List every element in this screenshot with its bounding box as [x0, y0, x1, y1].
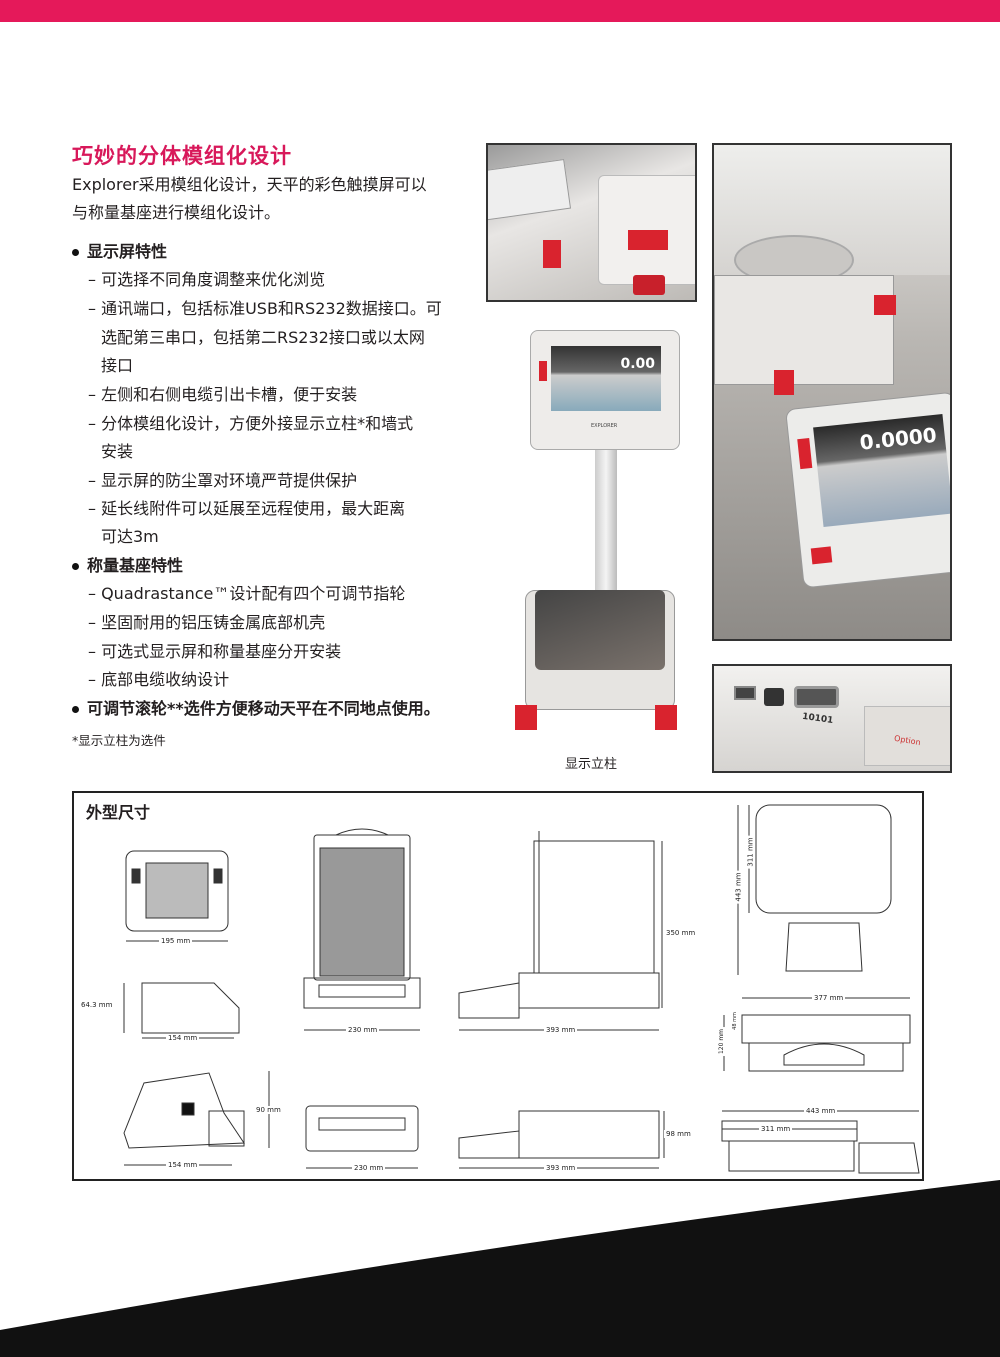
- section-heading: 可调节滚轮**选件方便移动天平在不同地点使用。: [72, 699, 440, 719]
- brand-label: EXPLORER: [591, 423, 618, 429]
- feature-line: 选配第三串口，包括第二RS232接口或以太网: [101, 328, 425, 347]
- section-heading: 称量基座特性: [72, 556, 183, 576]
- photo-module-closeup: [486, 143, 697, 302]
- stand-readout: 0.00: [620, 356, 655, 372]
- top-accent-bar: [0, 0, 1000, 22]
- dimensions-title: 外型尺寸: [86, 803, 151, 822]
- feature-line: – 通讯端口，包括标准USB和RS232数据接口。可: [88, 299, 442, 318]
- photo-display-stand: 0.00 EXPLORER: [515, 320, 700, 745]
- dim-label: 443 mm: [734, 870, 743, 904]
- photo-balance-display: 0.0000: [712, 143, 952, 641]
- dim-label: 377 mm: [812, 994, 846, 1002]
- feature-line: 安装: [101, 442, 134, 461]
- bullet-icon: [72, 249, 79, 256]
- feature-line: – 坚固耐用的铝压铸金属底部机壳: [88, 613, 326, 632]
- feature-line: – 分体模组化设计，方便外接显示立柱*和墙式: [88, 414, 414, 433]
- dim-label: 120 mm: [718, 1026, 726, 1057]
- feature-line: – 底部电缆收纳设计: [88, 670, 230, 689]
- heading-text: 显示屏特性: [87, 242, 168, 261]
- display-readout: 0.0000: [858, 422, 938, 455]
- feature-line: 接口: [101, 356, 134, 375]
- dim-label: 154 mm: [166, 1161, 200, 1169]
- feature-line: – 延长线附件可以延展至远程使用，最大距离: [88, 499, 406, 518]
- dim-label: 230 mm: [352, 1164, 386, 1172]
- dim-label: 311 mm: [746, 835, 755, 869]
- section-heading: 显示屏特性: [72, 242, 167, 262]
- port-label: 10101: [801, 711, 834, 727]
- feature-line: – 显示屏的防尘罩对环境严苛提供保护: [88, 471, 358, 490]
- bullet-icon: [72, 706, 79, 713]
- dim-label: 393 mm: [544, 1164, 578, 1172]
- footnote: *显示立柱为选件: [72, 733, 166, 748]
- dim-label: 195 mm: [159, 937, 193, 945]
- bottom-swoosh: [0, 1180, 1000, 1357]
- dimension-drawings: [123, 804, 920, 1174]
- dim-label: 48 mm: [731, 1010, 738, 1032]
- feature-line: – Quadrastance™设计配有四个可调节指轮: [88, 584, 406, 603]
- photo-ports: 10101 Option: [712, 664, 952, 773]
- dim-label: 350 mm: [664, 929, 698, 937]
- dim-label: 443 mm: [804, 1107, 838, 1115]
- page-title: 巧妙的分体模组化设计: [72, 144, 292, 168]
- dim-label: 98 mm: [664, 1130, 693, 1138]
- dim-label: 154 mm: [166, 1034, 200, 1042]
- intro-line: Explorer采用模组化设计，天平的彩色触摸屏可以: [72, 175, 427, 194]
- dim-label: 230 mm: [346, 1026, 380, 1034]
- feature-line: – 可选择不同角度调整来优化浏览: [88, 270, 326, 289]
- intro-line: 与称量基座进行模组化设计。: [72, 203, 281, 222]
- dim-label: 311 mm: [759, 1125, 793, 1133]
- dimensions-panel: 外型尺寸 195 mm: [72, 791, 924, 1181]
- dim-label: 90 mm: [254, 1106, 283, 1114]
- bullet-icon: [72, 563, 79, 570]
- heading-text: 称量基座特性: [87, 556, 184, 575]
- feature-line: – 左侧和右侧电缆引出卡槽，便于安装: [88, 385, 358, 404]
- dim-label: 393 mm: [544, 1026, 578, 1034]
- feature-line: 可达3m: [101, 527, 159, 546]
- stand-caption: 显示立柱: [565, 757, 618, 772]
- dim-label: 64.3 mm: [79, 1001, 115, 1009]
- feature-line: – 可选式显示屏和称量基座分开安装: [88, 642, 342, 661]
- heading-text: 可调节滚轮**选件方便移动天平在不同地点使用。: [87, 699, 440, 718]
